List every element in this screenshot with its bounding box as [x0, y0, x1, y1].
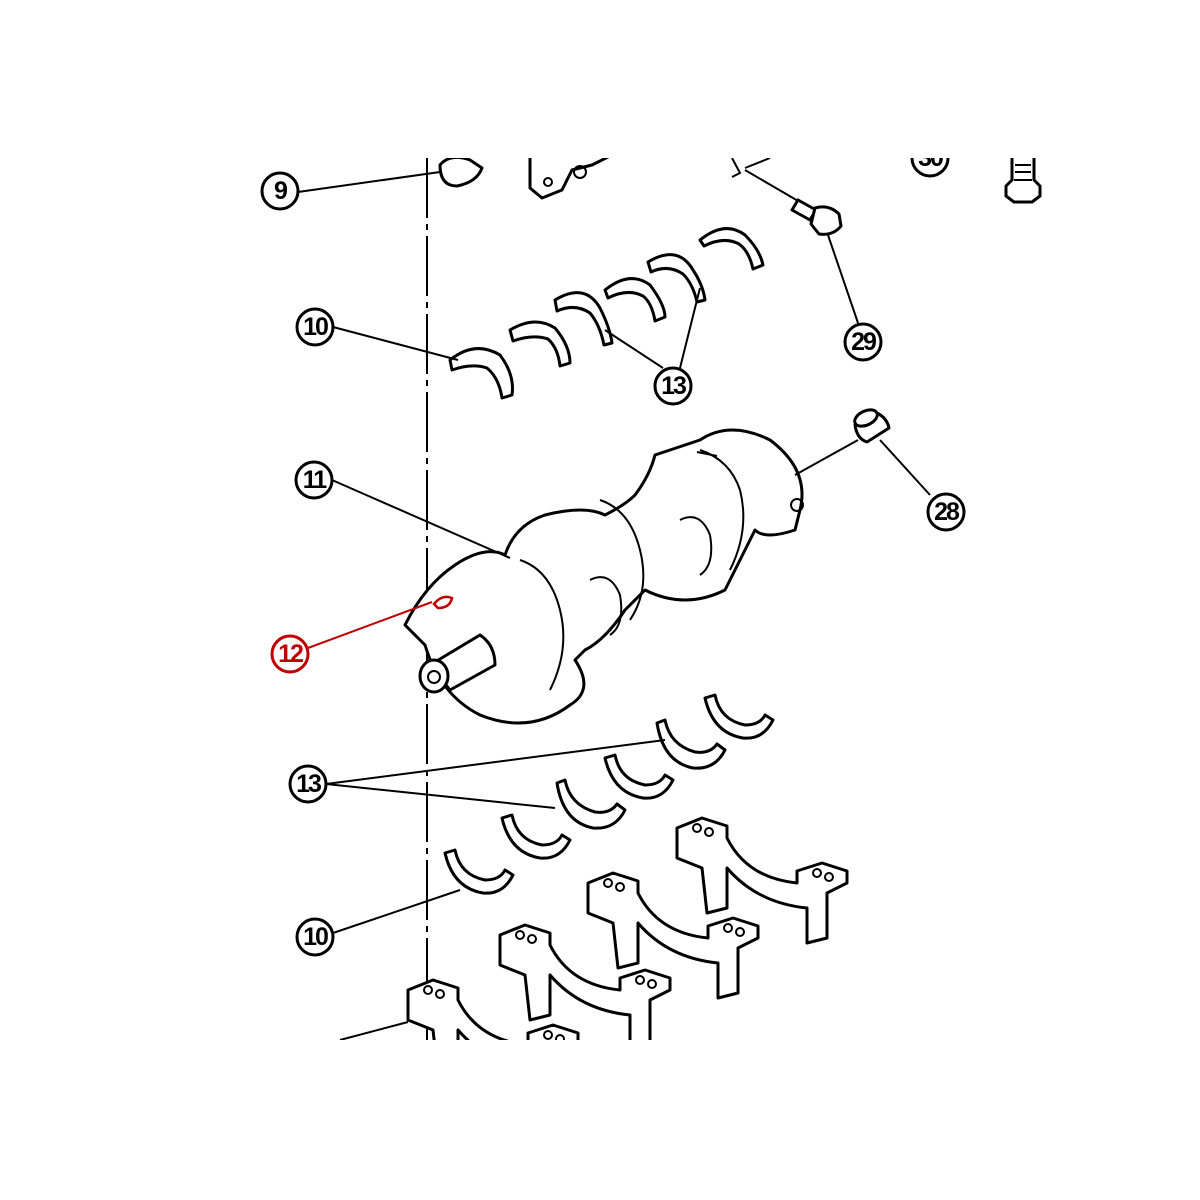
upper-main-bearings [448, 227, 765, 400]
svg-text:10: 10 [303, 313, 328, 341]
part-29-bolt [744, 169, 843, 236]
svg-text:10: 10 [303, 923, 328, 951]
part-28-pilot-bushing [794, 408, 891, 476]
svg-text:29: 29 [851, 328, 876, 356]
leader-lines [297, 171, 931, 1040]
callout-29: 29 [843, 322, 883, 362]
callout-11: 11 [294, 460, 334, 500]
callout-30-clipped: 30 [910, 144, 950, 178]
part-11-crankshaft [403, 428, 804, 725]
callout-12-highlighted: 12 [270, 634, 310, 674]
callout-9: 9 [260, 171, 300, 211]
bracket-fragment [731, 158, 771, 178]
callout-10-lower: 10 [295, 917, 335, 957]
svg-text:28: 28 [934, 498, 960, 526]
svg-text:11: 11 [303, 466, 328, 494]
svg-text:9: 9 [274, 177, 287, 205]
part-12-key [432, 595, 454, 610]
cylinder-block-fragment [528, 158, 610, 200]
svg-text:13: 13 [661, 372, 686, 400]
svg-text:30: 30 [918, 144, 943, 172]
stud-bolt [1004, 158, 1042, 204]
callout-13-lower: 13 [288, 764, 328, 804]
svg-text:12: 12 [278, 640, 303, 668]
svg-text:13: 13 [296, 770, 321, 798]
callout-10-upper: 10 [295, 307, 335, 347]
lower-main-bearings [443, 693, 775, 895]
callout-28: 28 [926, 492, 966, 532]
callout-13-upper: 13 [653, 366, 693, 406]
part-9-pin [438, 158, 484, 188]
